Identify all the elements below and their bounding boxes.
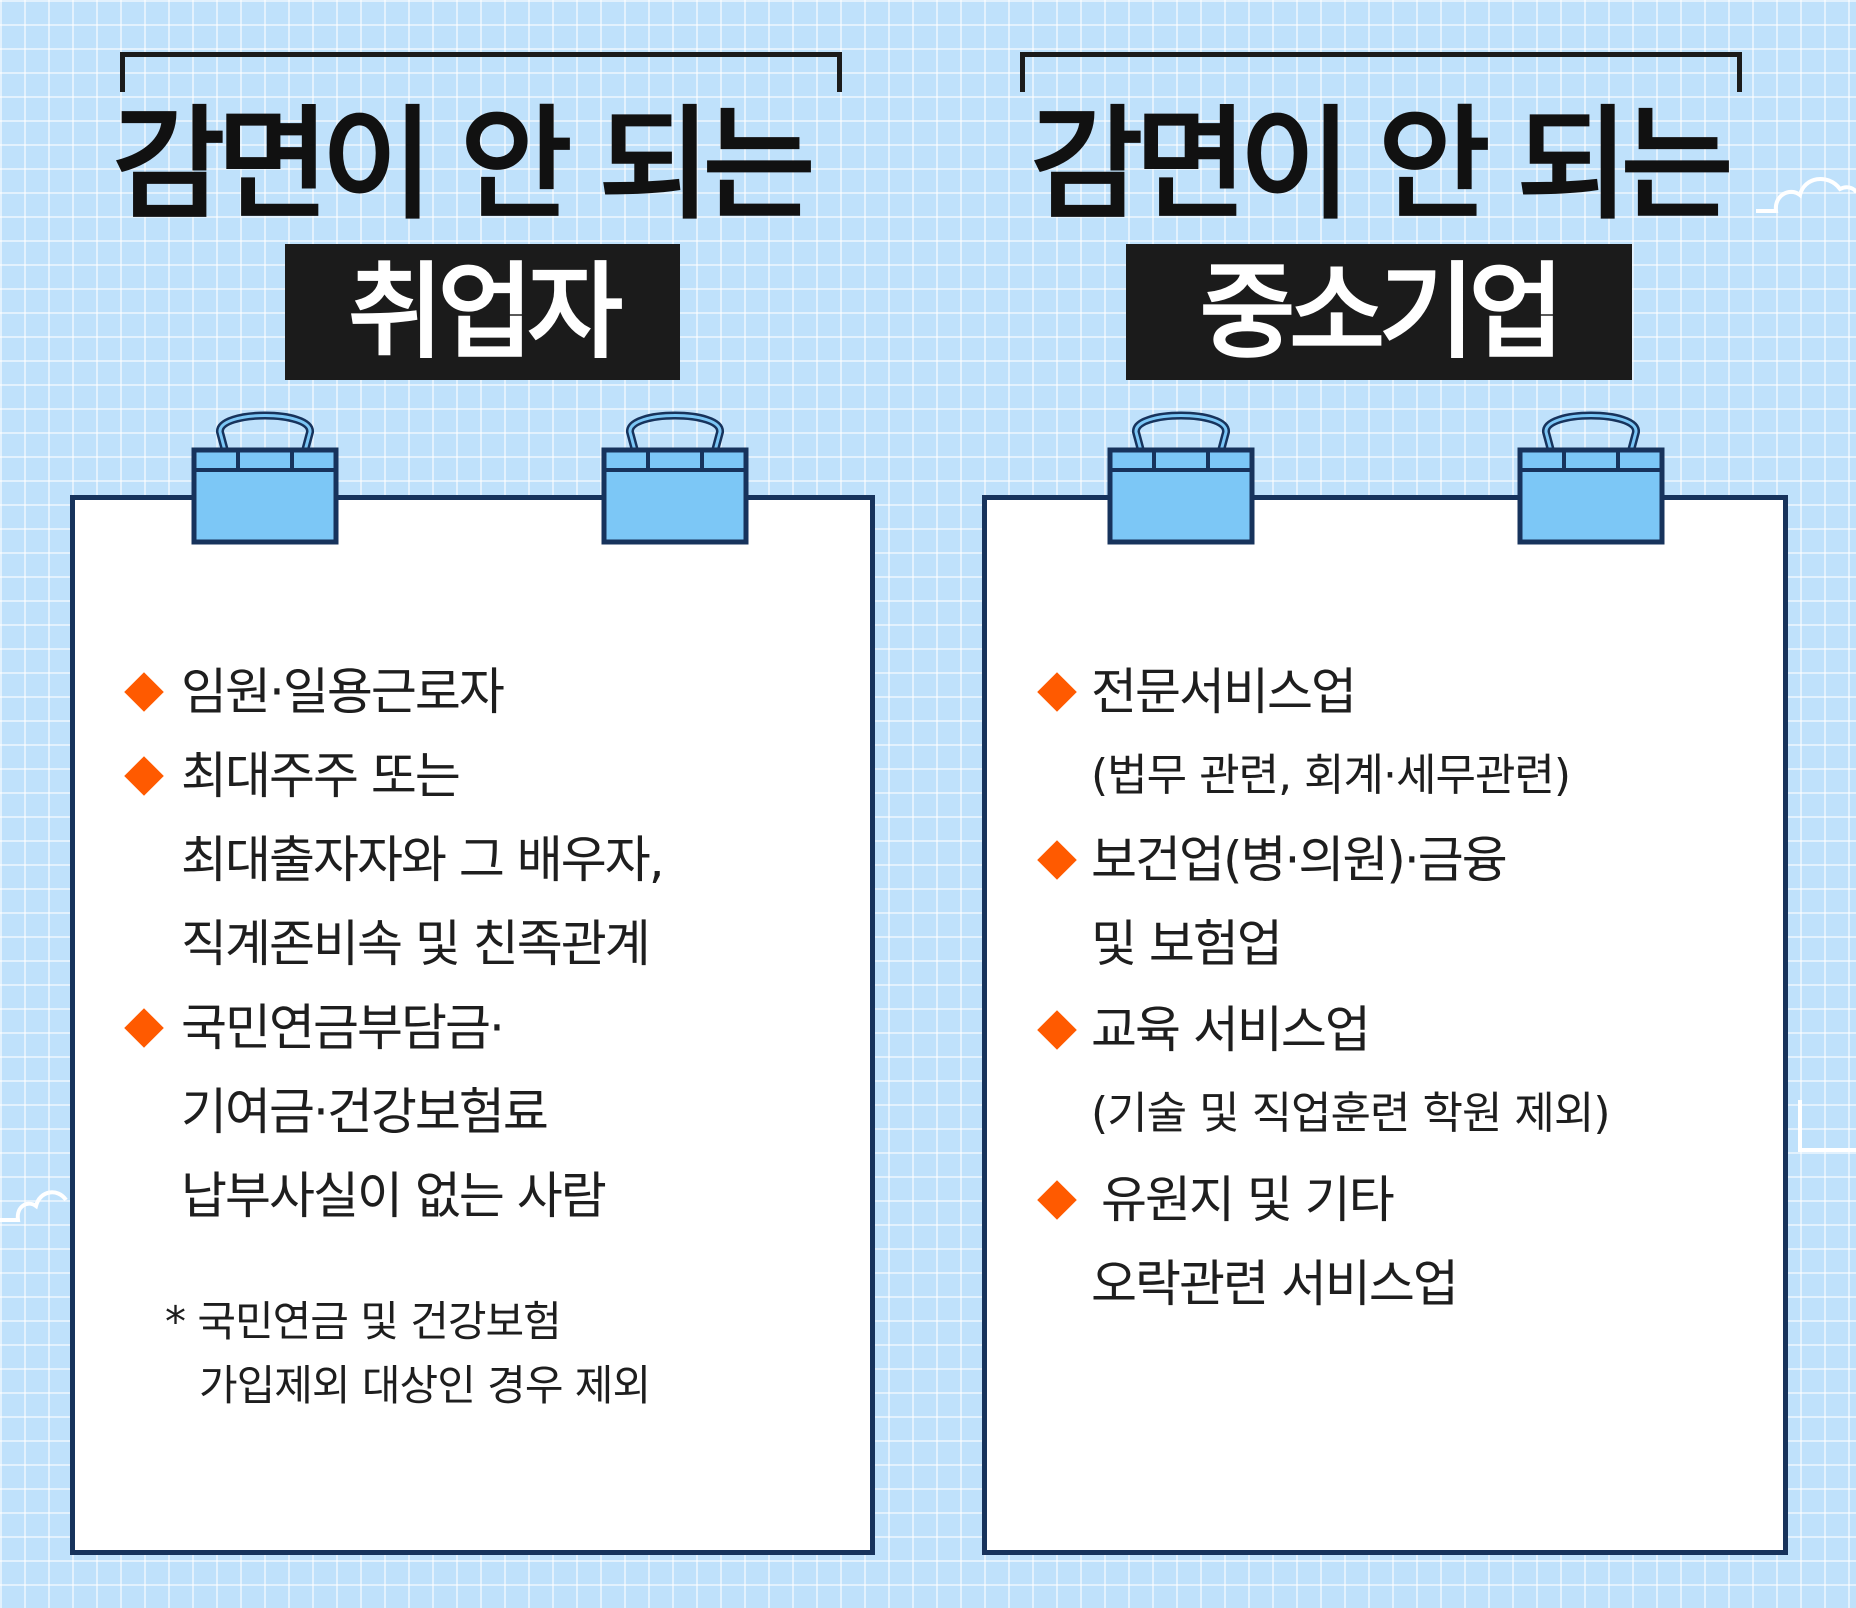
right-headline: 감면이 안 되는	[1030, 94, 1733, 236]
left-headline: 감면이 안 되는	[112, 94, 815, 236]
right-item-2-cont: 및 보험업	[1091, 915, 1283, 973]
left-item-2: 최대주주 또는 최대출자자와 그 배우자, 직계존비속 및 친족관계	[181, 734, 665, 986]
bullet-icon	[124, 756, 164, 796]
right-item-3-main: 교육 서비스업	[1091, 1001, 1371, 1059]
left-item-2-line-1: 최대주주 또는	[181, 747, 461, 805]
left-item-1: 임원·일용근로자	[181, 650, 505, 734]
right-item-1-sub: (법무 관련, 회계·세무관련)	[1091, 750, 1571, 801]
left-item-3-line-2: 기여금·건강보험료	[181, 1083, 549, 1141]
left-item-3-line-1: 국민연금부담금·	[181, 999, 505, 1057]
bullet-icon	[1037, 840, 1077, 880]
left-item-3: 국민연금부담금· 기여금·건강보험료 납부사실이 없는 사람	[181, 986, 607, 1238]
bullet-icon	[124, 672, 164, 712]
left-item-1-line-1: 임원·일용근로자	[181, 663, 505, 721]
binder-clip-icon	[1517, 411, 1665, 545]
binder-clip-icon	[601, 411, 749, 545]
right-column: 감면이 안 되는 중소기업 전문서비스업 (법무 관련, 회계·세무관련) 보건…	[928, 0, 1856, 1608]
right-headline-bracket	[1020, 52, 1742, 92]
cloud-decoration-right-mid	[1798, 1100, 1856, 1152]
cloud-decoration-left	[0, 1190, 68, 1222]
right-item-3: 교육 서비스업	[1091, 988, 1371, 1072]
left-item-2-line-2: 최대출자자와 그 배우자,	[181, 831, 665, 889]
right-label-sme: 중소기업	[1126, 244, 1632, 380]
left-column: 감면이 안 되는 취업자 임원·일용근로자 최대주주 또는 최대출자자와 그 배…	[70, 52, 875, 1555]
binder-clip-icon	[1107, 411, 1255, 545]
left-footnote-line-1: * 국민연금 및 건강보험	[165, 1297, 562, 1346]
cloud-decoration-right-top	[1756, 177, 1856, 213]
right-item-2-main: 보건업(병·의원)·금융	[1091, 831, 1508, 889]
right-item-4-cont: 오락관련 서비스업	[1091, 1255, 1459, 1313]
bullet-icon	[1037, 1010, 1077, 1050]
binder-clip-icon	[191, 411, 339, 545]
right-item-1: 전문서비스업	[1091, 650, 1357, 734]
right-item-4-main: 유원지 및 기타	[1101, 1171, 1395, 1229]
bullet-icon	[124, 1008, 164, 1048]
right-item-2: 보건업(병·의원)·금융 및 보험업	[1091, 818, 1508, 986]
right-paper-card: 전문서비스업 (법무 관련, 회계·세무관련) 보건업(병·의원)·금융 및 보…	[982, 495, 1788, 1555]
bullet-icon	[1037, 672, 1077, 712]
left-footnote-line-2: 가입제외 대상인 경우 제외	[199, 1361, 651, 1410]
right-item-3-sub: (기술 및 직업훈련 학원 제외)	[1091, 1088, 1611, 1139]
left-paper-card: 임원·일용근로자 최대주주 또는 최대출자자와 그 배우자, 직계존비속 및 친…	[70, 495, 875, 1555]
right-item-4: 유원지 및 기타 오락관련 서비스업	[1091, 1158, 1459, 1326]
left-item-3-line-3: 납부사실이 없는 사람	[181, 1167, 607, 1225]
left-footnote: * 국민연금 및 건강보험 가입제외 대상인 경우 제외	[165, 1290, 651, 1418]
right-item-1-main: 전문서비스업	[1091, 663, 1357, 721]
left-label-worker: 취업자	[285, 244, 680, 380]
left-headline-bracket	[120, 52, 842, 92]
bullet-icon	[1037, 1180, 1077, 1220]
left-item-2-line-3: 직계존비속 및 친족관계	[181, 915, 651, 973]
